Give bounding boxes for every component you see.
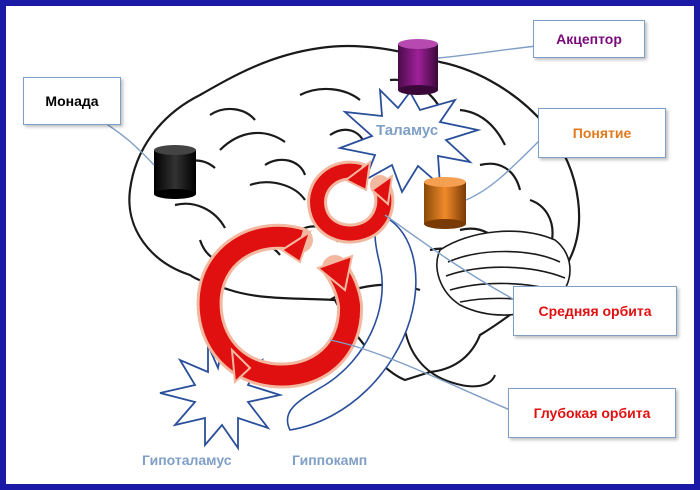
- concept-label: Понятие: [572, 125, 632, 141]
- deep-orbit-callout: Глубокая орбита: [508, 388, 676, 438]
- hippocampus-shape: [286, 214, 417, 431]
- brain-stem: [404, 329, 496, 388]
- hippocampus-label: Гиппокамп: [292, 452, 368, 468]
- monad-cylinder: [154, 145, 196, 199]
- hypothalamus-label: Гипоталамус: [142, 452, 232, 468]
- monad-label: Монада: [45, 93, 99, 109]
- thalamus-label: Таламус: [376, 122, 439, 139]
- middle-orbit-callout: Средняя орбита: [513, 286, 677, 336]
- monad-callout: Монада: [23, 77, 121, 125]
- middle-orbit: [307, 159, 395, 244]
- brain-diagram: [99, 39, 581, 451]
- concept-callout: Понятие: [538, 108, 666, 158]
- acceptor-cylinder: [398, 39, 438, 95]
- deep-orbit: [196, 223, 364, 389]
- middle-orbit-label: Средняя орбита: [538, 303, 652, 319]
- diagram-canvas: Акцептор Монада Понятие Средняя орбита Г…: [6, 6, 694, 484]
- concept-cylinder: [424, 177, 466, 229]
- thalamus-star: [336, 87, 482, 195]
- deep-orbit-label: Глубокая орбита: [533, 405, 651, 421]
- acceptor-label: Акцептор: [556, 31, 622, 47]
- acceptor-callout: Акцептор: [533, 20, 645, 58]
